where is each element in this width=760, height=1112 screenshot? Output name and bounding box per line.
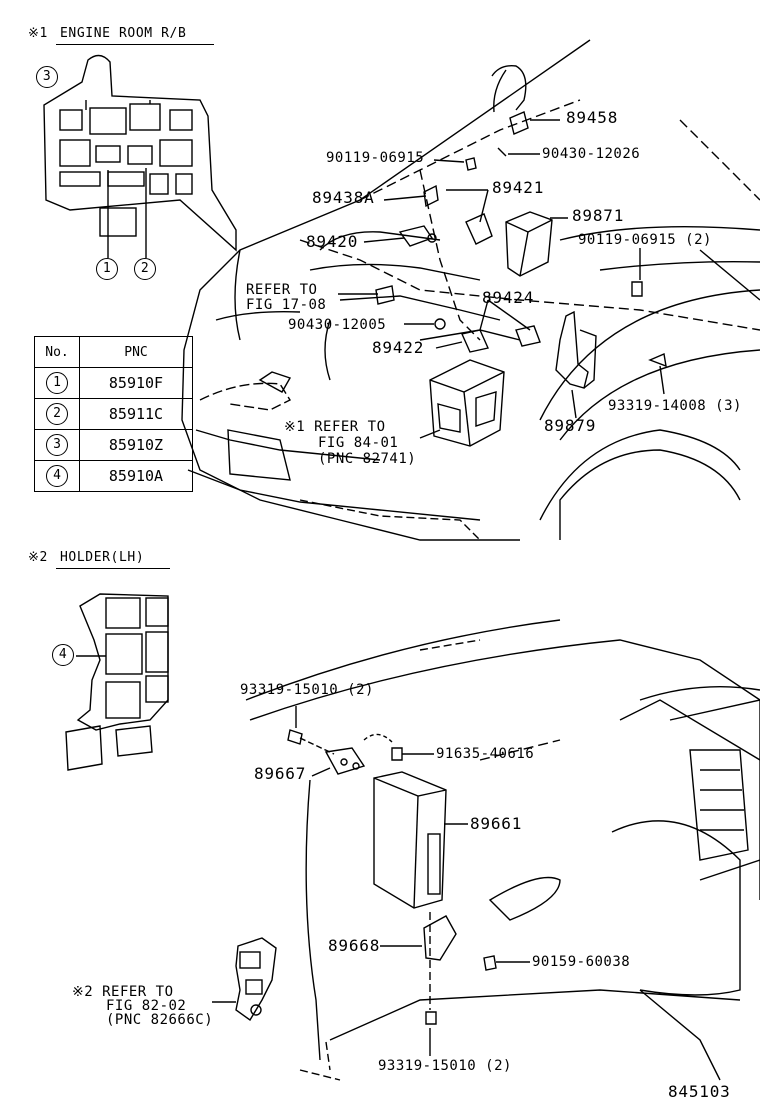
table-row: 1 85910F	[34, 367, 193, 399]
callout-4: 4	[52, 644, 74, 666]
row-no: 2	[46, 403, 68, 425]
table-header-row: No. PNC	[34, 336, 193, 368]
part-label-89421: 89421	[492, 178, 545, 197]
refer-fig-84-01-line2: FIG 84-01	[318, 435, 399, 451]
refer-fig-17-08-line2: FIG 17-08	[246, 297, 327, 313]
row-pnc: 85910Z	[79, 429, 193, 461]
section1-underline	[56, 44, 214, 45]
part-label-90119-06915: 90119-06915	[326, 150, 425, 166]
refer-fig-82-02-line1: ※2 REFER TO	[72, 984, 174, 1000]
part-label-93319-15010-top: 93319-15010 (2)	[240, 682, 374, 698]
holder-lh	[65, 593, 169, 771]
part-label-91635-40616: 91635-40616	[436, 746, 535, 762]
section2-title: HOLDER(LH)	[60, 550, 145, 565]
refer-fig-82-02-line3: (PNC 82666C)	[106, 1012, 214, 1028]
table-row: 4 85910A	[34, 460, 193, 492]
part-label-90430-12026: 90430-12026	[542, 146, 641, 162]
refer-fig-84-01-line3: (PNC 82741)	[318, 451, 417, 467]
car-front-engine-bay	[181, 39, 760, 541]
part-label-89420: 89420	[306, 232, 359, 251]
part-label-89458: 89458	[566, 108, 619, 127]
header-pnc: PNC	[79, 336, 193, 368]
refer-fig-82-02-line2: FIG 82-02	[106, 998, 187, 1014]
refer-fig-84-01-line1: ※1 REFER TO	[284, 419, 386, 435]
refer-fig-17-08-line1: REFER TO	[246, 282, 318, 298]
part-label-89438a: 89438A	[312, 188, 375, 207]
part-label-93319-14008: 93319-14008 (3)	[608, 398, 742, 414]
part-label-90430-12005: 90430-12005	[288, 317, 387, 333]
part-label-89424: 89424	[482, 288, 535, 307]
part-label-90119-06915-2: 90119-06915 (2)	[578, 232, 712, 248]
part-label-89661: 89661	[470, 814, 523, 833]
dashboard-ecu	[212, 619, 760, 1081]
row-no: 3	[46, 434, 68, 456]
engine-room-relay-block	[43, 54, 237, 258]
part-label-90159-60038: 90159-60038	[532, 954, 631, 970]
section2-underline	[56, 568, 170, 569]
part-label-89668: 89668	[328, 936, 381, 955]
section1-marker: ※1	[28, 26, 48, 41]
row-pnc: 85910A	[79, 460, 193, 492]
figure-number: 845103	[668, 1082, 731, 1101]
callout-1: 1	[96, 258, 118, 280]
table-row: 2 85911C	[34, 398, 193, 430]
part-label-93319-15010-bottom: 93319-15010 (2)	[378, 1058, 512, 1074]
callout-2: 2	[134, 258, 156, 280]
part-label-89871: 89871	[572, 206, 625, 225]
table-row: 3 85910Z	[34, 429, 193, 461]
row-no: 4	[46, 465, 68, 487]
row-pnc: 85910F	[79, 367, 193, 399]
pnc-table: No. PNC 1 85910F 2 85911C 3 85910Z 4 859…	[34, 336, 193, 492]
part-label-89879: 89879	[544, 416, 597, 435]
part-label-89667: 89667	[254, 764, 307, 783]
row-no: 1	[46, 372, 68, 394]
part-label-89422: 89422	[372, 338, 425, 357]
callout-3: 3	[36, 66, 58, 88]
header-no: No.	[34, 336, 80, 368]
section1-title: ENGINE ROOM R/B	[60, 26, 187, 41]
section2-marker: ※2	[28, 550, 48, 565]
row-pnc: 85911C	[79, 398, 193, 430]
